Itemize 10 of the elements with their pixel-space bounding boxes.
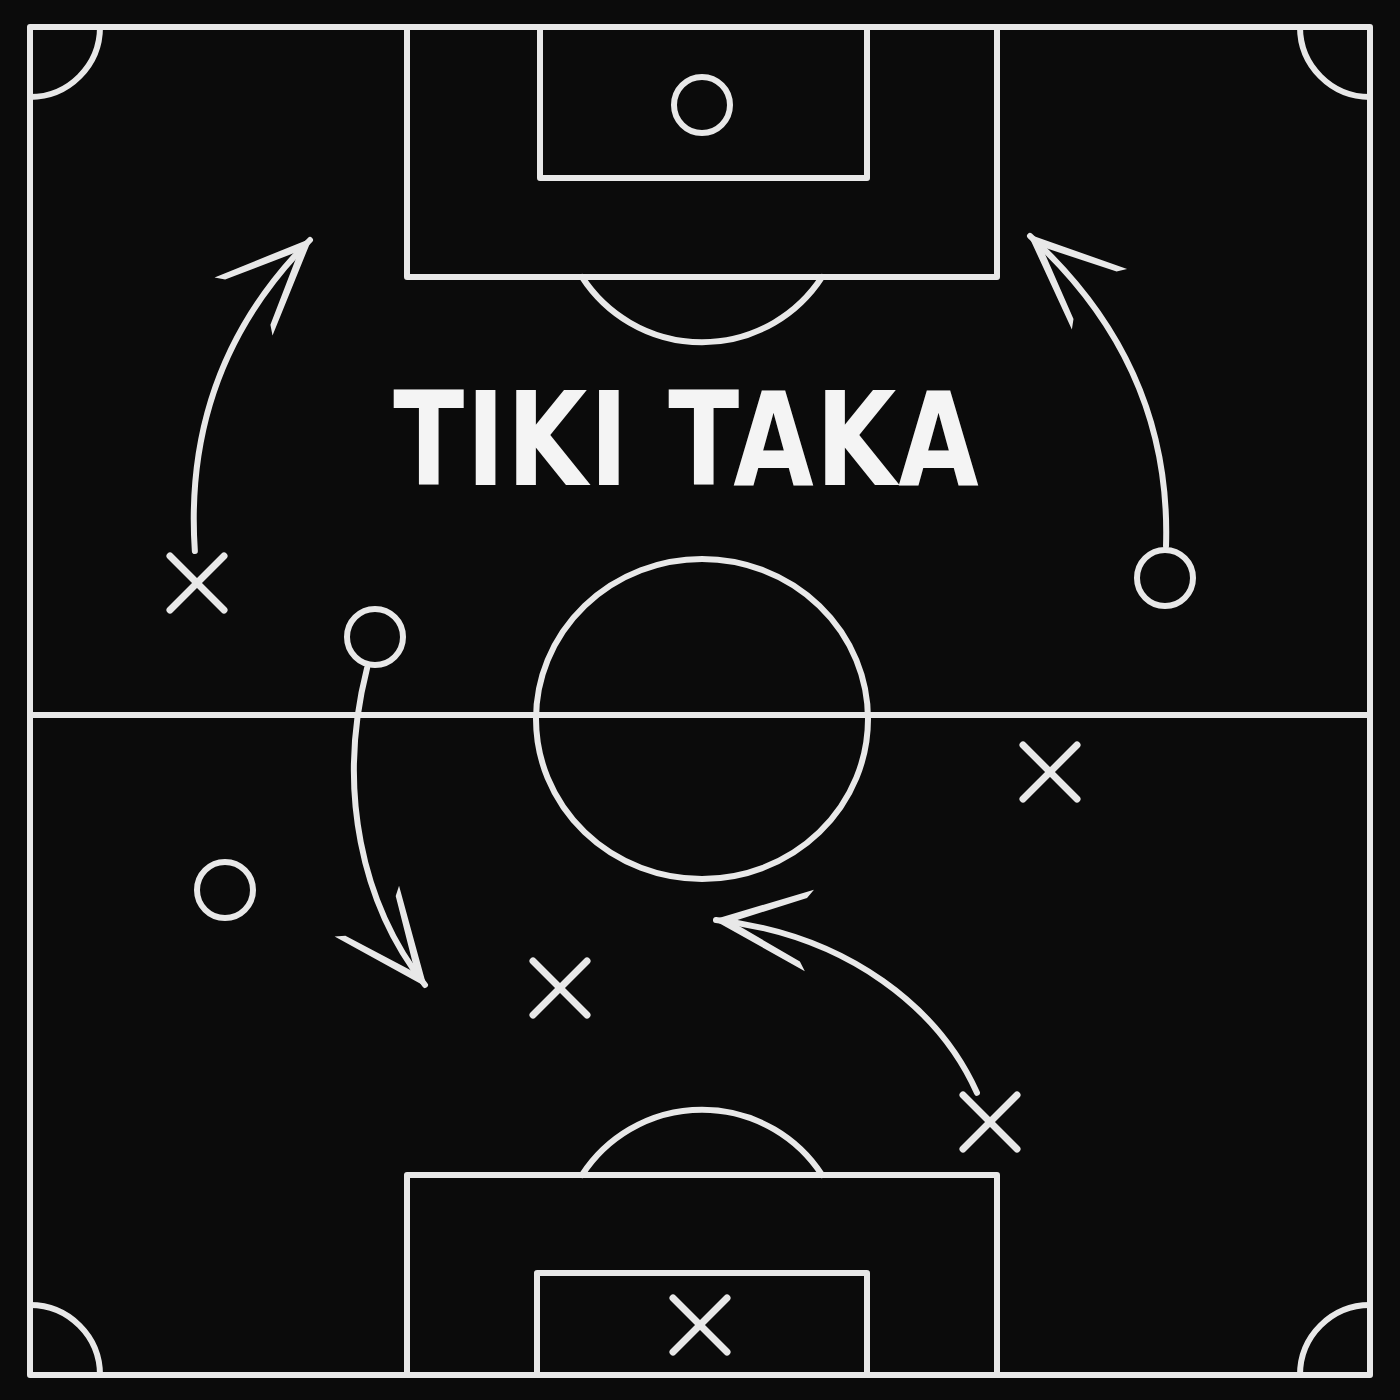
title: TIKI TAKA	[393, 375, 981, 505]
ring-icon	[670, 73, 734, 137]
ring-icon	[1133, 546, 1197, 610]
cross-icon	[528, 956, 592, 1020]
cross-icon	[958, 1090, 1022, 1154]
cross-icon	[165, 551, 229, 615]
cross-icon	[1018, 740, 1082, 804]
ring-icon	[343, 605, 407, 669]
cross-icon	[668, 1293, 732, 1357]
ring-icon	[193, 858, 257, 922]
